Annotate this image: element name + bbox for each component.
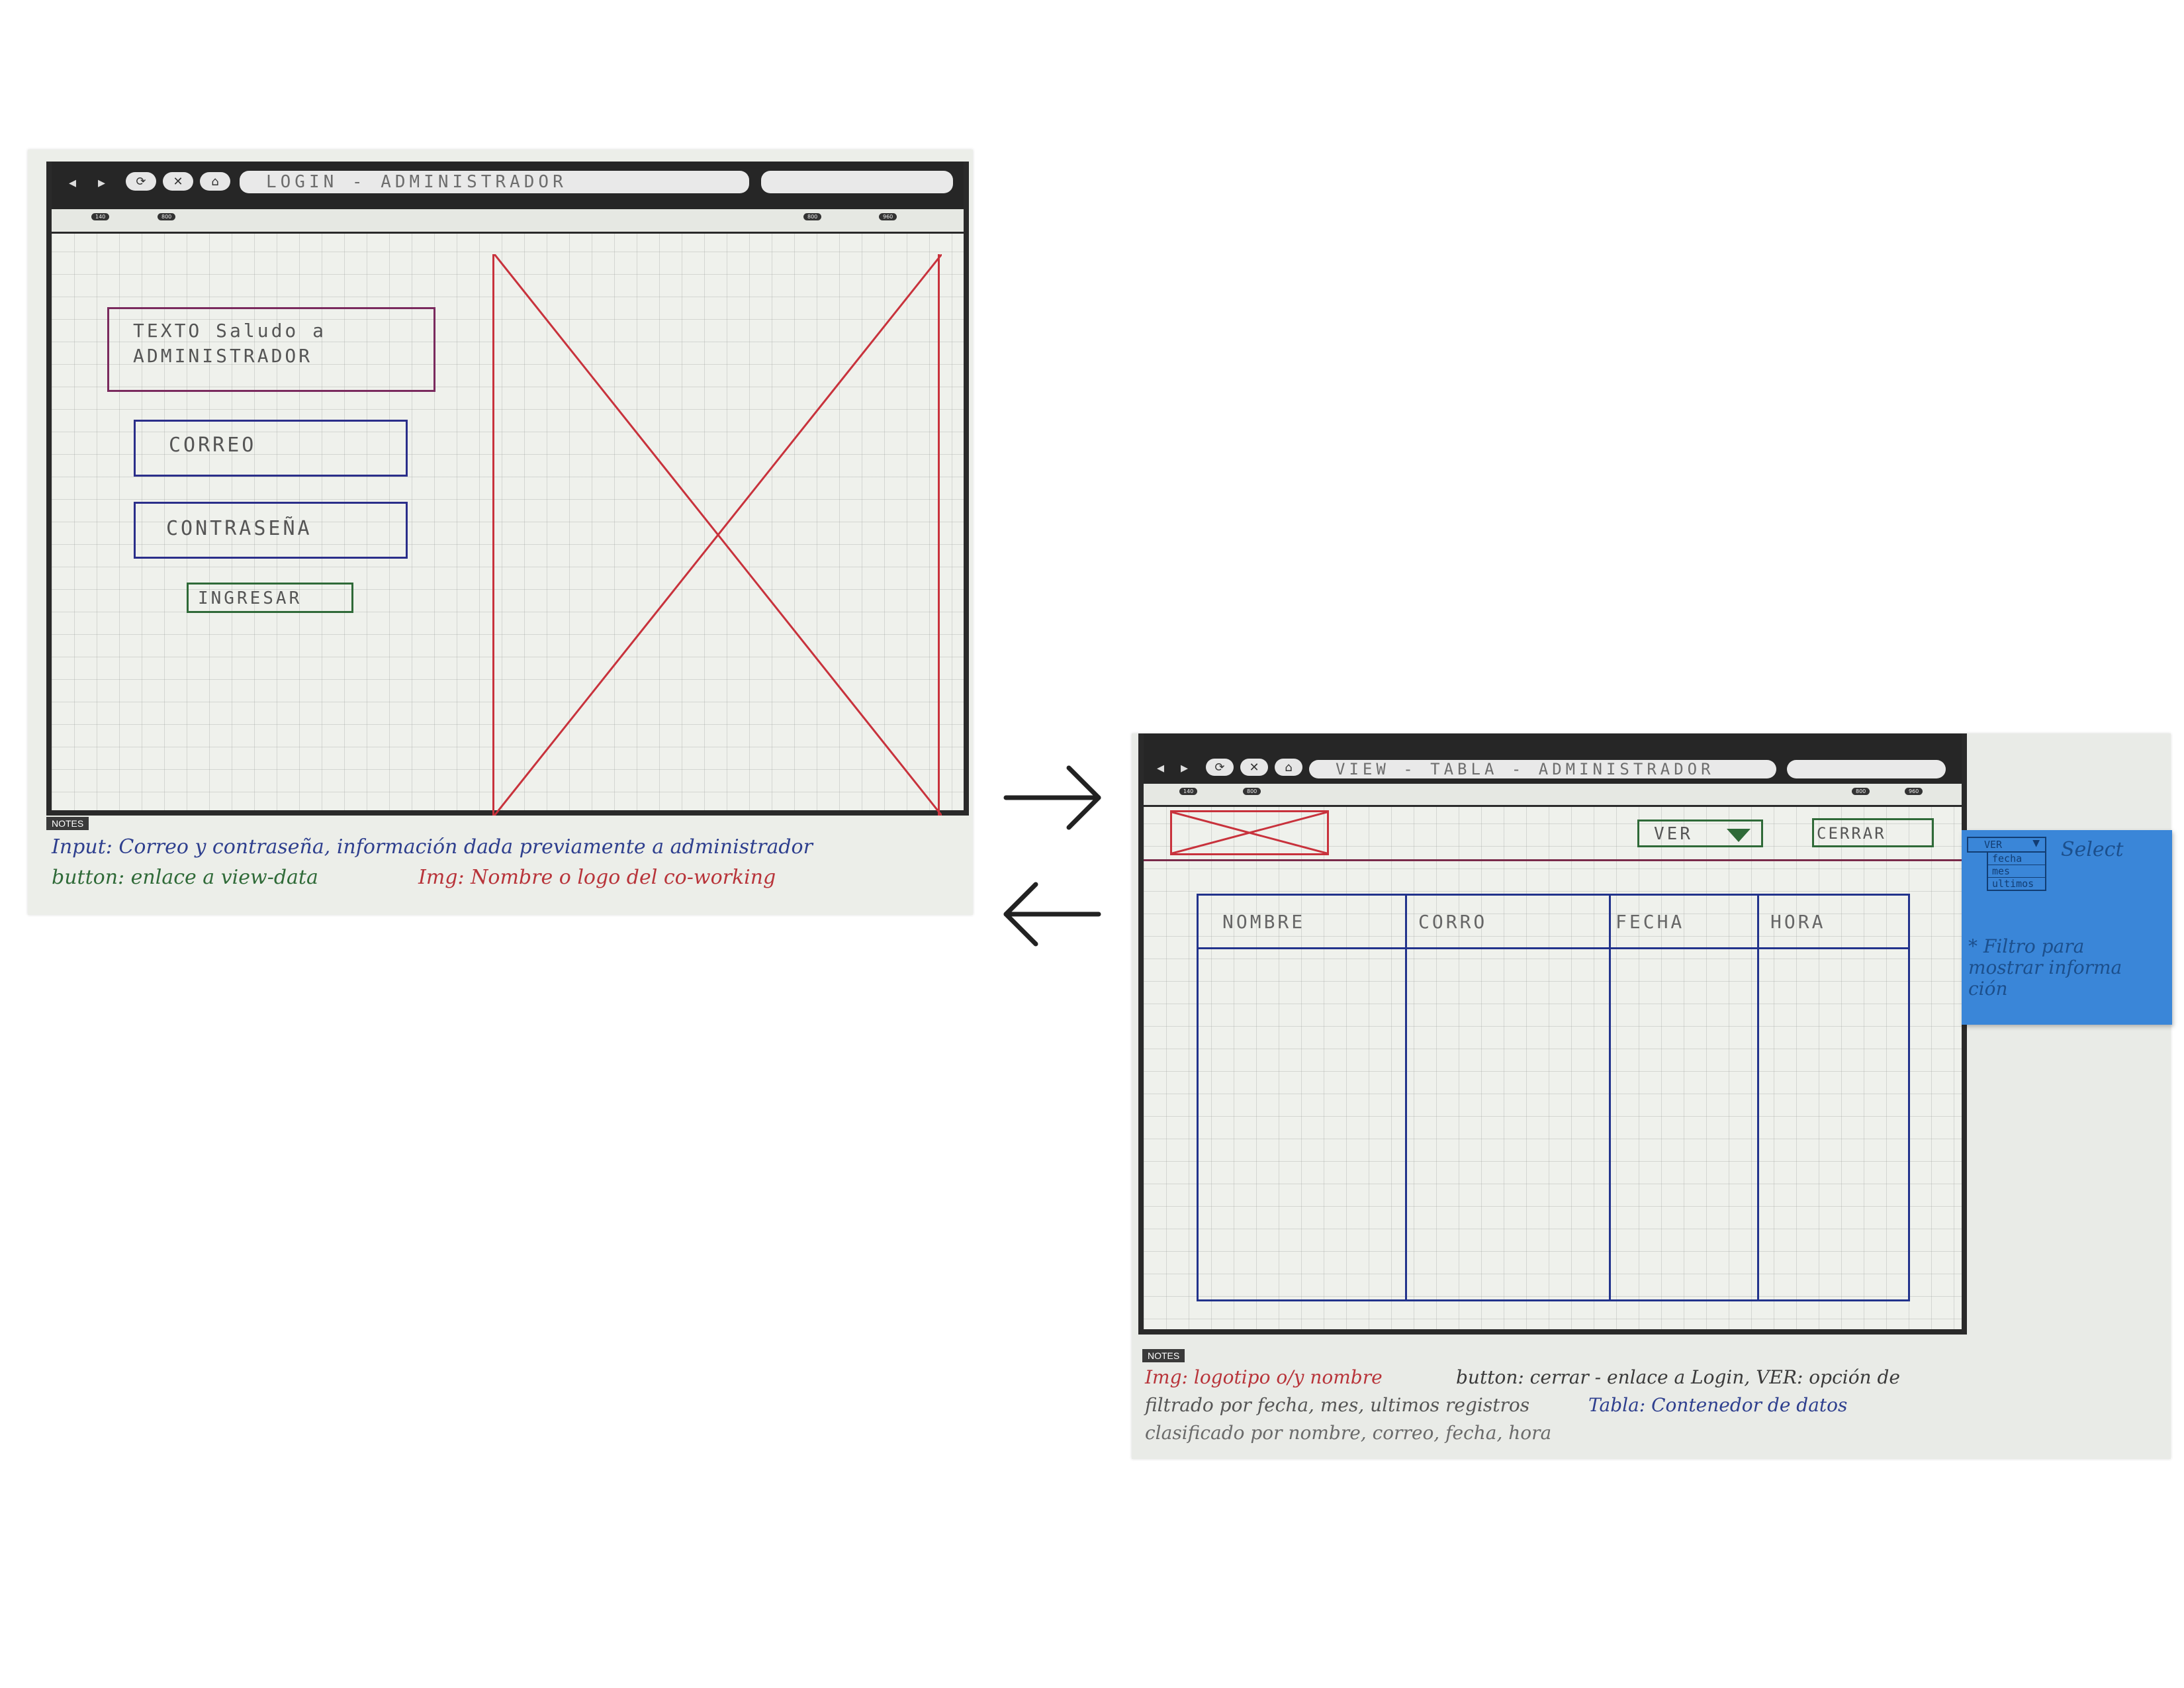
address-bar[interactable]: LOGIN - ADMINISTRADOR: [240, 171, 749, 193]
table-column-divider: [1757, 896, 1759, 1299]
greeting-text-box: TEXTO Saludo a ADMINISTRADOR: [107, 307, 435, 392]
arrow-right-icon: [1003, 765, 1101, 830]
mini-select-option: ultimos: [1992, 878, 2034, 890]
data-table: NOMBRE CORRO FECHA HORA: [1197, 894, 1910, 1301]
ruler-tick: 960: [1905, 788, 1923, 795]
forward-arrow-icon[interactable]: ▸: [1181, 760, 1189, 776]
ruler-tick: 800: [803, 213, 822, 220]
email-field[interactable]: CORREO: [134, 420, 408, 477]
chevron-down-icon: [1727, 829, 1751, 842]
browser-toolbar: ◂ ▸ ⟳ ✕ ⌂ VIEW - TABLA - ADMINISTRADOR: [1144, 733, 1962, 784]
refresh-icon[interactable]: ⟳: [126, 172, 156, 191]
table-column-divider: [1405, 896, 1407, 1299]
mini-select-option: mes: [1988, 865, 2045, 878]
refresh-icon[interactable]: ⟳: [1206, 759, 1234, 776]
password-field[interactable]: CONTRASEÑA: [134, 502, 408, 559]
ruler: 140 800 800 960: [52, 209, 964, 234]
table-header-row: NOMBRE CORRO FECHA HORA: [1199, 896, 1908, 949]
table-browser-frame: ◂ ▸ ⟳ ✕ ⌂ VIEW - TABLA - ADMINISTRADOR 1…: [1138, 733, 1967, 1335]
ruler-tick: 800: [1243, 788, 1261, 795]
notes-line: Img: Nombre o logo del co-working: [418, 866, 776, 889]
forward-arrow-icon[interactable]: ▸: [98, 175, 106, 191]
mini-select-option: fecha: [1988, 853, 2045, 865]
close-icon[interactable]: ✕: [163, 172, 193, 191]
ruler-tick: 800: [158, 213, 176, 220]
mini-select-title: VER: [1984, 839, 2003, 851]
ruler-tick: 960: [879, 213, 897, 220]
image-cross-icon: [1172, 812, 1327, 853]
notes-line: Input: Correo y contraseña, información …: [52, 835, 813, 859]
home-icon[interactable]: ⌂: [1275, 759, 1302, 776]
home-icon[interactable]: ⌂: [200, 172, 230, 191]
address-bar[interactable]: VIEW - TABLA - ADMINISTRADOR: [1309, 760, 1776, 778]
back-arrow-icon[interactable]: ◂: [69, 175, 77, 191]
back-arrow-icon[interactable]: ◂: [1157, 760, 1165, 776]
sticky-note: VER ▼ fecha mes ultimos Select * Filtro …: [1962, 830, 2172, 1025]
ruler-tick: 140: [91, 213, 110, 220]
mini-select-label: Select: [2061, 838, 2124, 861]
image-cross-icon: [494, 254, 942, 816]
sticky-annotation: * Filtro para mostrar informa ción: [1968, 935, 2122, 1000]
mini-select-options: fecha mes ultimos: [1987, 853, 2046, 891]
table-header-correo[interactable]: CORRO: [1418, 910, 1488, 933]
notes-line: Tabla: Contenedor de datos: [1588, 1394, 1848, 1416]
notes-tag: NOTES: [1142, 1349, 1185, 1362]
login-button[interactable]: INGRESAR: [187, 583, 353, 613]
ruler-tick: 800: [1852, 788, 1870, 795]
login-button-label: INGRESAR: [198, 588, 302, 608]
table-column-divider: [1609, 896, 1611, 1299]
notes-line: clasificado por nombre, correo, fecha, h…: [1145, 1422, 1552, 1444]
notes-tag: NOTES: [46, 817, 89, 830]
arrow-left-icon: [1003, 882, 1101, 947]
ver-dropdown-label: VER: [1654, 824, 1693, 844]
ver-dropdown[interactable]: VER: [1637, 820, 1763, 847]
search-bar[interactable]: [761, 171, 953, 193]
ruler-tick: 140: [1179, 788, 1198, 795]
notes-line: Img: logotipo o/y nombre: [1145, 1366, 1383, 1388]
close-button-label: CERRAR: [1817, 824, 1886, 843]
notes-line: button: cerrar - enlace a Login, VER: op…: [1456, 1366, 1900, 1388]
notes-line: button: enlace a view-data: [52, 866, 318, 889]
window-title: VIEW - TABLA - ADMINISTRADOR: [1336, 760, 1715, 778]
search-bar[interactable]: [1787, 760, 1946, 778]
logo-image-placeholder: [1170, 810, 1329, 855]
login-browser-frame: ◂ ▸ ⟳ ✕ ⌂ LOGIN - ADMINISTRADOR 140 800 …: [46, 162, 969, 816]
email-field-label: CORREO: [169, 434, 257, 457]
logo-image-placeholder: [492, 254, 942, 816]
login-wireframe-sheet: ◂ ▸ ⟳ ✕ ⌂ LOGIN - ADMINISTRADOR 140 800 …: [28, 150, 973, 915]
notes-line: filtrado por fecha, mes, ultimos registr…: [1145, 1394, 1530, 1416]
table-header-hora[interactable]: HORA: [1770, 910, 1826, 933]
chevron-down-icon: ▼: [2032, 838, 2040, 849]
table-header-fecha[interactable]: FECHA: [1615, 910, 1685, 933]
mini-select-box: VER ▼: [1967, 837, 2046, 853]
ruler: 140 800 800 960: [1144, 784, 1962, 807]
greeting-text: TEXTO Saludo a ADMINISTRADOR: [133, 320, 327, 367]
page-header: VER CERRAR: [1144, 805, 1962, 861]
close-session-button[interactable]: CERRAR: [1812, 818, 1934, 847]
window-title: LOGIN - ADMINISTRADOR: [266, 172, 567, 192]
browser-toolbar: ◂ ▸ ⟳ ✕ ⌂ LOGIN - ADMINISTRADOR: [52, 162, 964, 209]
close-icon[interactable]: ✕: [1240, 759, 1268, 776]
password-field-label: CONTRASEÑA: [166, 517, 312, 540]
table-header-nombre[interactable]: NOMBRE: [1222, 910, 1306, 933]
mini-select: VER ▼ fecha mes ultimos: [1967, 837, 2046, 914]
